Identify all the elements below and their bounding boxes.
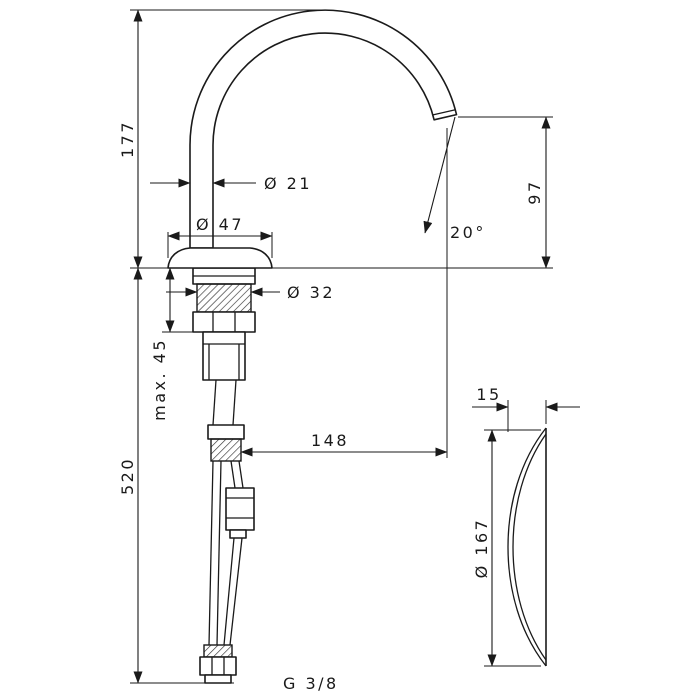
horizontal-reach-label: 148 (311, 431, 349, 450)
dim-spout-height: 177 (118, 9, 327, 269)
valve-outlet (229, 529, 247, 539)
plate-thickness-label: 15 (476, 385, 501, 404)
dim-spout-tube-diameter: Ø 21 (150, 174, 312, 193)
valve-hose (230, 460, 236, 489)
hose-fitting (207, 424, 245, 440)
dim-shank-diameter: Ø 32 (166, 283, 335, 302)
backplate-front-profile (507, 427, 547, 667)
valve-hose-lower (223, 537, 235, 646)
dim-horizontal-reach: 148 (240, 128, 448, 458)
spout-tube-diameter-label: Ø 21 (264, 174, 312, 193)
dim-plate-diameter: Ø 167 (472, 429, 541, 667)
thread-callout: G 3/8 (283, 674, 339, 693)
backplate-side-view (507, 427, 547, 667)
supply-hose (216, 460, 222, 646)
thread-size-label: G 3/8 (283, 674, 339, 693)
neck-line (212, 379, 217, 426)
below-deck-assembly (192, 267, 256, 684)
dim-plate-thickness: 15 (472, 385, 580, 432)
max-counter-thickness-label: max. 45 (150, 338, 169, 421)
hose-ferrule (210, 438, 242, 462)
backplate-inner-profile (512, 433, 547, 661)
base-diameter-label: Ø 47 (196, 215, 244, 234)
outlet-height-label: 97 (525, 179, 544, 204)
dim-base-diameter: Ø 47 (167, 215, 273, 258)
neck-line (232, 379, 237, 426)
connection-tip (204, 674, 232, 684)
overall-height-label: 520 (118, 457, 137, 495)
supply-hose (208, 460, 214, 646)
outlet-angle-label: 20° (450, 223, 486, 242)
mounting-nut (192, 311, 256, 333)
escutcheon (167, 247, 273, 269)
spout-assembly (167, 9, 458, 269)
valve-body (202, 331, 246, 381)
hose-end-ferrule (203, 644, 233, 658)
outlet-face-line (432, 109, 456, 116)
angle-leader-line (423, 116, 456, 234)
valve-hose-lower (229, 537, 243, 646)
dim-outlet-angle: 20° (423, 116, 486, 242)
shutoff-valve (225, 487, 255, 531)
connection-nut (199, 656, 237, 676)
spout-outline (189, 9, 458, 249)
dim-overall-height: 520 (118, 267, 234, 684)
plate-diameter-label: Ø 167 (472, 518, 491, 579)
valve-hose (238, 460, 244, 489)
shank-diameter-label: Ø 32 (287, 283, 335, 302)
spout-height-label: 177 (118, 120, 137, 158)
dim-outlet-height: 97 (458, 116, 553, 269)
mounting-thread (196, 283, 252, 313)
dim-max-counter-thickness: max. 45 (150, 267, 198, 421)
